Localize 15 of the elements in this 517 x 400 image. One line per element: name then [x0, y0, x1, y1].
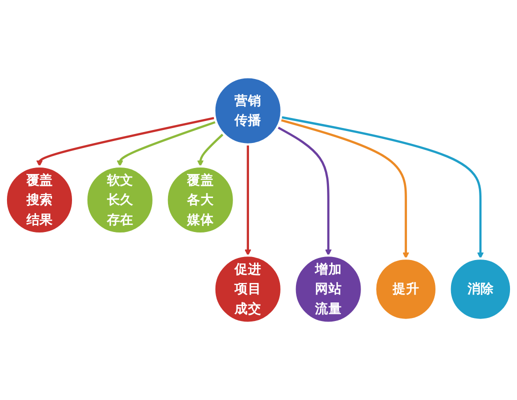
arrow	[197, 133, 224, 167]
arrow	[244, 144, 252, 256]
arrow	[116, 120, 216, 167]
circle-node: 消除	[448, 257, 512, 322]
circle-node: 促进项目成交	[213, 254, 283, 324]
circle-node: 软文长久存在	[85, 165, 155, 235]
arrow	[280, 116, 484, 259]
circle-node: 覆盖各大媒体	[166, 165, 236, 235]
circle-node: 覆盖搜索结果	[4, 165, 74, 235]
circle-node: 营销传播	[213, 76, 283, 146]
arrow	[280, 118, 410, 259]
circle-node: 增加网站流量	[294, 254, 364, 324]
arrow	[36, 116, 216, 167]
arrow	[276, 126, 332, 256]
circle-node: 提升	[374, 257, 438, 322]
